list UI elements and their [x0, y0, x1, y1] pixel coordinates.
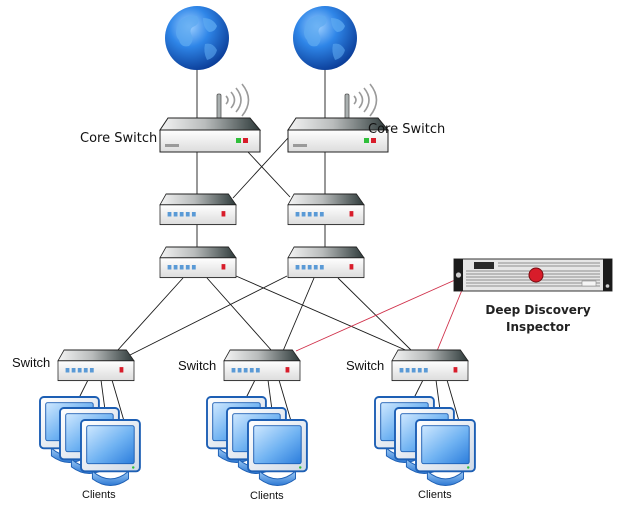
switch-icon	[159, 193, 237, 226]
access-switch-2-label: Switch	[178, 358, 217, 373]
distribution-switch-left-1[interactable]	[159, 193, 237, 226]
access-switch-1[interactable]	[57, 349, 135, 382]
mirror-link-access-2-ddi	[295, 279, 456, 352]
switch-icon	[223, 349, 301, 382]
access-switch-3[interactable]	[391, 349, 469, 382]
core-switch-right-label: Core Switch	[368, 122, 446, 137]
antenna-icon	[216, 93, 222, 121]
link-dist-right-2-access-3	[337, 277, 413, 352]
core-switch-left-label: Core Switch	[80, 131, 158, 146]
switch-icon	[287, 246, 365, 279]
access-switch-1-label: Switch	[12, 355, 51, 370]
monitor-icon	[415, 419, 476, 487]
mirror-links-layer	[295, 279, 463, 352]
clients-2-label: Clients	[250, 490, 284, 502]
core-switch-right[interactable]	[287, 83, 389, 153]
brand-logo-icon	[528, 267, 544, 283]
link-core-right-dist-left-1	[232, 137, 289, 199]
link-access-1-clients	[78, 379, 89, 399]
wireless-router-icon	[159, 117, 261, 153]
deep-discovery-inspector-appliance[interactable]	[453, 258, 613, 292]
distribution-switch-right-2[interactable]	[287, 246, 365, 279]
access-switch-2[interactable]	[223, 349, 301, 382]
link-dist-left-2-access-3	[235, 275, 411, 353]
client-group-3[interactable]	[374, 396, 476, 487]
internet-globe-right	[293, 6, 357, 70]
globe-icon	[293, 6, 357, 70]
client-group-1[interactable]	[39, 396, 141, 487]
link-dist-right-2-access-2	[282, 277, 315, 352]
rack-server-icon	[453, 258, 613, 292]
ddi-label: Deep Discovery Inspector	[478, 302, 598, 336]
access-switch-3-label: Switch	[346, 358, 385, 373]
ddi-label-line2: Inspector	[506, 320, 570, 334]
link-access-1-clients	[100, 379, 106, 411]
link-dist-left-2-access-2	[206, 277, 273, 352]
globe-icon	[165, 6, 229, 70]
switch-icon	[57, 349, 135, 382]
core-switch-left[interactable]	[159, 83, 261, 153]
link-access-2-clients	[267, 379, 273, 411]
switch-icon	[391, 349, 469, 382]
link-access-3-clients	[446, 379, 460, 422]
monitor-icon	[247, 419, 308, 487]
distribution-switch-right-1[interactable]	[287, 193, 365, 226]
link-access-3-clients	[435, 379, 441, 411]
switch-icon	[287, 193, 365, 226]
link-access-2-clients	[245, 379, 256, 399]
link-dist-right-2-access-1	[127, 275, 288, 357]
link-access-1-clients	[111, 379, 125, 422]
internet-globe-left	[165, 6, 229, 70]
antenna-icon	[344, 93, 350, 121]
link-access-3-clients	[413, 379, 424, 399]
links-layer	[78, 70, 460, 422]
wireless-signal-icon	[353, 83, 378, 117]
ddi-label-line1: Deep Discovery	[485, 303, 591, 317]
wireless-signal-icon	[225, 83, 250, 117]
switch-icon	[159, 246, 237, 279]
clients-3-label: Clients	[418, 489, 452, 501]
distribution-switch-left-2[interactable]	[159, 246, 237, 279]
link-access-2-clients	[278, 379, 292, 422]
clients-1-label: Clients	[82, 489, 116, 501]
link-dist-left-2-access-1	[116, 277, 184, 352]
client-group-2[interactable]	[206, 396, 308, 487]
mirror-link-access-3-ddi	[436, 289, 463, 352]
monitor-icon	[80, 419, 141, 487]
